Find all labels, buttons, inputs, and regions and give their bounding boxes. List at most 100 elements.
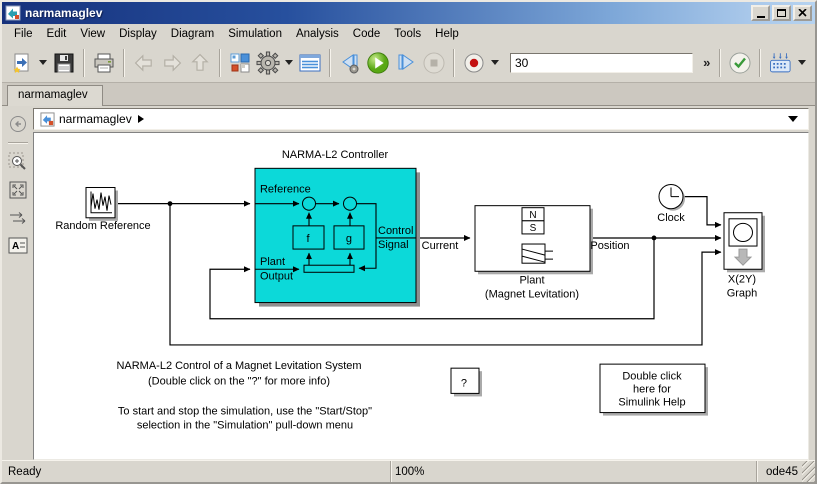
question-block[interactable]: ? <box>450 367 482 397</box>
magnet-s-label: S <box>530 223 537 234</box>
plant-block[interactable]: N S Plant (Magnet Levitation) <box>474 205 593 301</box>
navigate-back-button[interactable] <box>130 48 158 78</box>
close-button[interactable] <box>793 5 812 21</box>
menu-edit[interactable]: Edit <box>46 27 67 40</box>
scope-circle-icon <box>733 222 753 243</box>
tab-narmamaglev[interactable]: narmamaglev <box>7 85 103 106</box>
simulation-stop-time-input[interactable] <box>510 52 694 73</box>
solver-name: ode45 <box>756 461 802 482</box>
menu-code[interactable]: Code <box>352 27 381 40</box>
back-arrow-icon <box>134 53 152 72</box>
update-diagram-button[interactable] <box>726 48 754 78</box>
toolbar-separator <box>219 48 221 77</box>
annotation-button[interactable]: A <box>6 234 30 258</box>
toolbar: » <box>2 43 815 83</box>
breadcrumb[interactable]: narmamaglev <box>33 108 809 130</box>
status-text: Ready <box>8 465 42 478</box>
model-configuration-dropdown-caret[interactable] <box>285 60 293 65</box>
xy-graph-block[interactable]: X(2Y) Graph <box>723 212 765 300</box>
save-icon <box>54 53 74 72</box>
gear-icon <box>256 51 280 74</box>
block-diagram: Random Reference NARMA-L2 Controller Ref… <box>55 149 765 432</box>
model-configuration-button[interactable] <box>254 48 282 78</box>
forward-arrow-icon <box>164 53 182 72</box>
stop-button[interactable] <box>420 48 448 78</box>
toolbar-overflow-chevron[interactable]: » <box>703 55 711 70</box>
save-button[interactable] <box>50 48 78 78</box>
menu-help[interactable]: Help <box>435 27 459 40</box>
download-arrow-icon <box>733 248 753 266</box>
port-label-reference: Reference <box>260 184 311 196</box>
g-label: g <box>346 233 352 245</box>
plant-label-1: Plant <box>519 274 544 286</box>
menu-analysis[interactable]: Analysis <box>295 27 339 40</box>
step-back-button[interactable] <box>336 48 364 78</box>
new-model-icon <box>13 53 29 73</box>
fast-restart-button[interactable] <box>766 48 795 78</box>
signal-lines-icon <box>9 212 25 224</box>
fast-restart-keyboard-icon <box>770 52 791 72</box>
fast-restart-dropdown-caret[interactable] <box>798 60 806 65</box>
narma-l2-controller-block[interactable]: NARMA-L2 Controller Reference Plant Outp… <box>254 149 420 307</box>
new-model-button[interactable] <box>8 48 36 78</box>
breadcrumb-dropdown-caret[interactable] <box>788 116 798 122</box>
port-label-signal: Signal <box>378 239 409 251</box>
wire-clock[interactable] <box>684 195 722 228</box>
tdl-bar <box>303 264 355 273</box>
fit-to-view-button[interactable] <box>6 178 30 202</box>
clock-block[interactable]: Clock <box>657 183 685 224</box>
plant-label-2: (Magnet Levitation) <box>485 288 579 300</box>
run-button[interactable] <box>364 48 392 78</box>
menu-diagram[interactable]: Diagram <box>170 27 215 40</box>
menu-tools[interactable]: Tools <box>394 27 422 40</box>
model-explorer-button[interactable] <box>296 48 324 78</box>
signal-wires[interactable] <box>115 195 722 346</box>
zoom-magnifier-icon <box>8 152 26 170</box>
port-label-control: Control <box>378 225 413 237</box>
back-circle-icon <box>9 116 26 132</box>
signal-lines-button[interactable] <box>6 206 30 230</box>
record-button[interactable] <box>460 48 488 78</box>
navigate-forward-button[interactable] <box>158 48 186 78</box>
toolbar-separator <box>759 48 762 77</box>
record-dropdown-caret[interactable] <box>491 60 499 65</box>
breadcrumb-model-name[interactable]: narmamaglev <box>59 112 132 126</box>
library-browser-button[interactable] <box>226 48 254 78</box>
record-icon <box>464 53 484 72</box>
menu-file[interactable]: File <box>14 27 33 40</box>
zoom-region-button[interactable] <box>6 150 30 174</box>
f-label: f <box>306 233 310 245</box>
svg-text:selection in the "Simulation": selection in the "Simulation" pull-down … <box>137 420 353 432</box>
print-button[interactable] <box>90 48 118 78</box>
random-waveform-icon <box>90 192 112 211</box>
wire-position-feedback[interactable] <box>209 237 655 320</box>
menu-simulation[interactable]: Simulation <box>228 27 282 40</box>
svg-text:To start and stop the simulati: To start and stop the simulation, use th… <box>118 406 372 418</box>
breadcrumb-row: narmamaglev <box>33 106 809 132</box>
stop-icon <box>423 52 445 73</box>
signal-label-current: Current <box>422 240 459 252</box>
navigate-up-button[interactable] <box>186 48 214 78</box>
minimize-button[interactable] <box>751 5 770 21</box>
simulink-help-block[interactable]: Double click here for Simulink Help <box>599 363 708 416</box>
step-forward-button[interactable] <box>392 48 420 78</box>
menu-view[interactable]: View <box>80 27 106 40</box>
new-model-dropdown-caret[interactable] <box>39 60 47 65</box>
menu-bar: File Edit View Display Diagram Simulatio… <box>2 24 815 43</box>
resize-grip[interactable] <box>802 461 815 482</box>
zoom-level: 100% <box>390 461 756 482</box>
menu-display[interactable]: Display <box>119 27 157 40</box>
svg-text:Simulink Help: Simulink Help <box>618 396 685 408</box>
hide-browser-button[interactable] <box>6 112 30 136</box>
model-canvas[interactable]: Random Reference NARMA-L2 Controller Ref… <box>33 132 809 460</box>
maximize-button[interactable] <box>772 5 791 21</box>
fit-to-view-icon <box>9 181 26 199</box>
annotation-icon: A <box>8 237 27 254</box>
wire-reference-to-graph[interactable] <box>169 203 722 346</box>
random-reference-block[interactable]: Random Reference <box>55 186 151 232</box>
svg-text:here for: here for <box>633 383 671 395</box>
step-back-icon <box>342 53 359 73</box>
library-browser-icon <box>230 53 250 72</box>
question-label: ? <box>461 377 467 389</box>
signal-label-position: Position <box>590 240 629 252</box>
